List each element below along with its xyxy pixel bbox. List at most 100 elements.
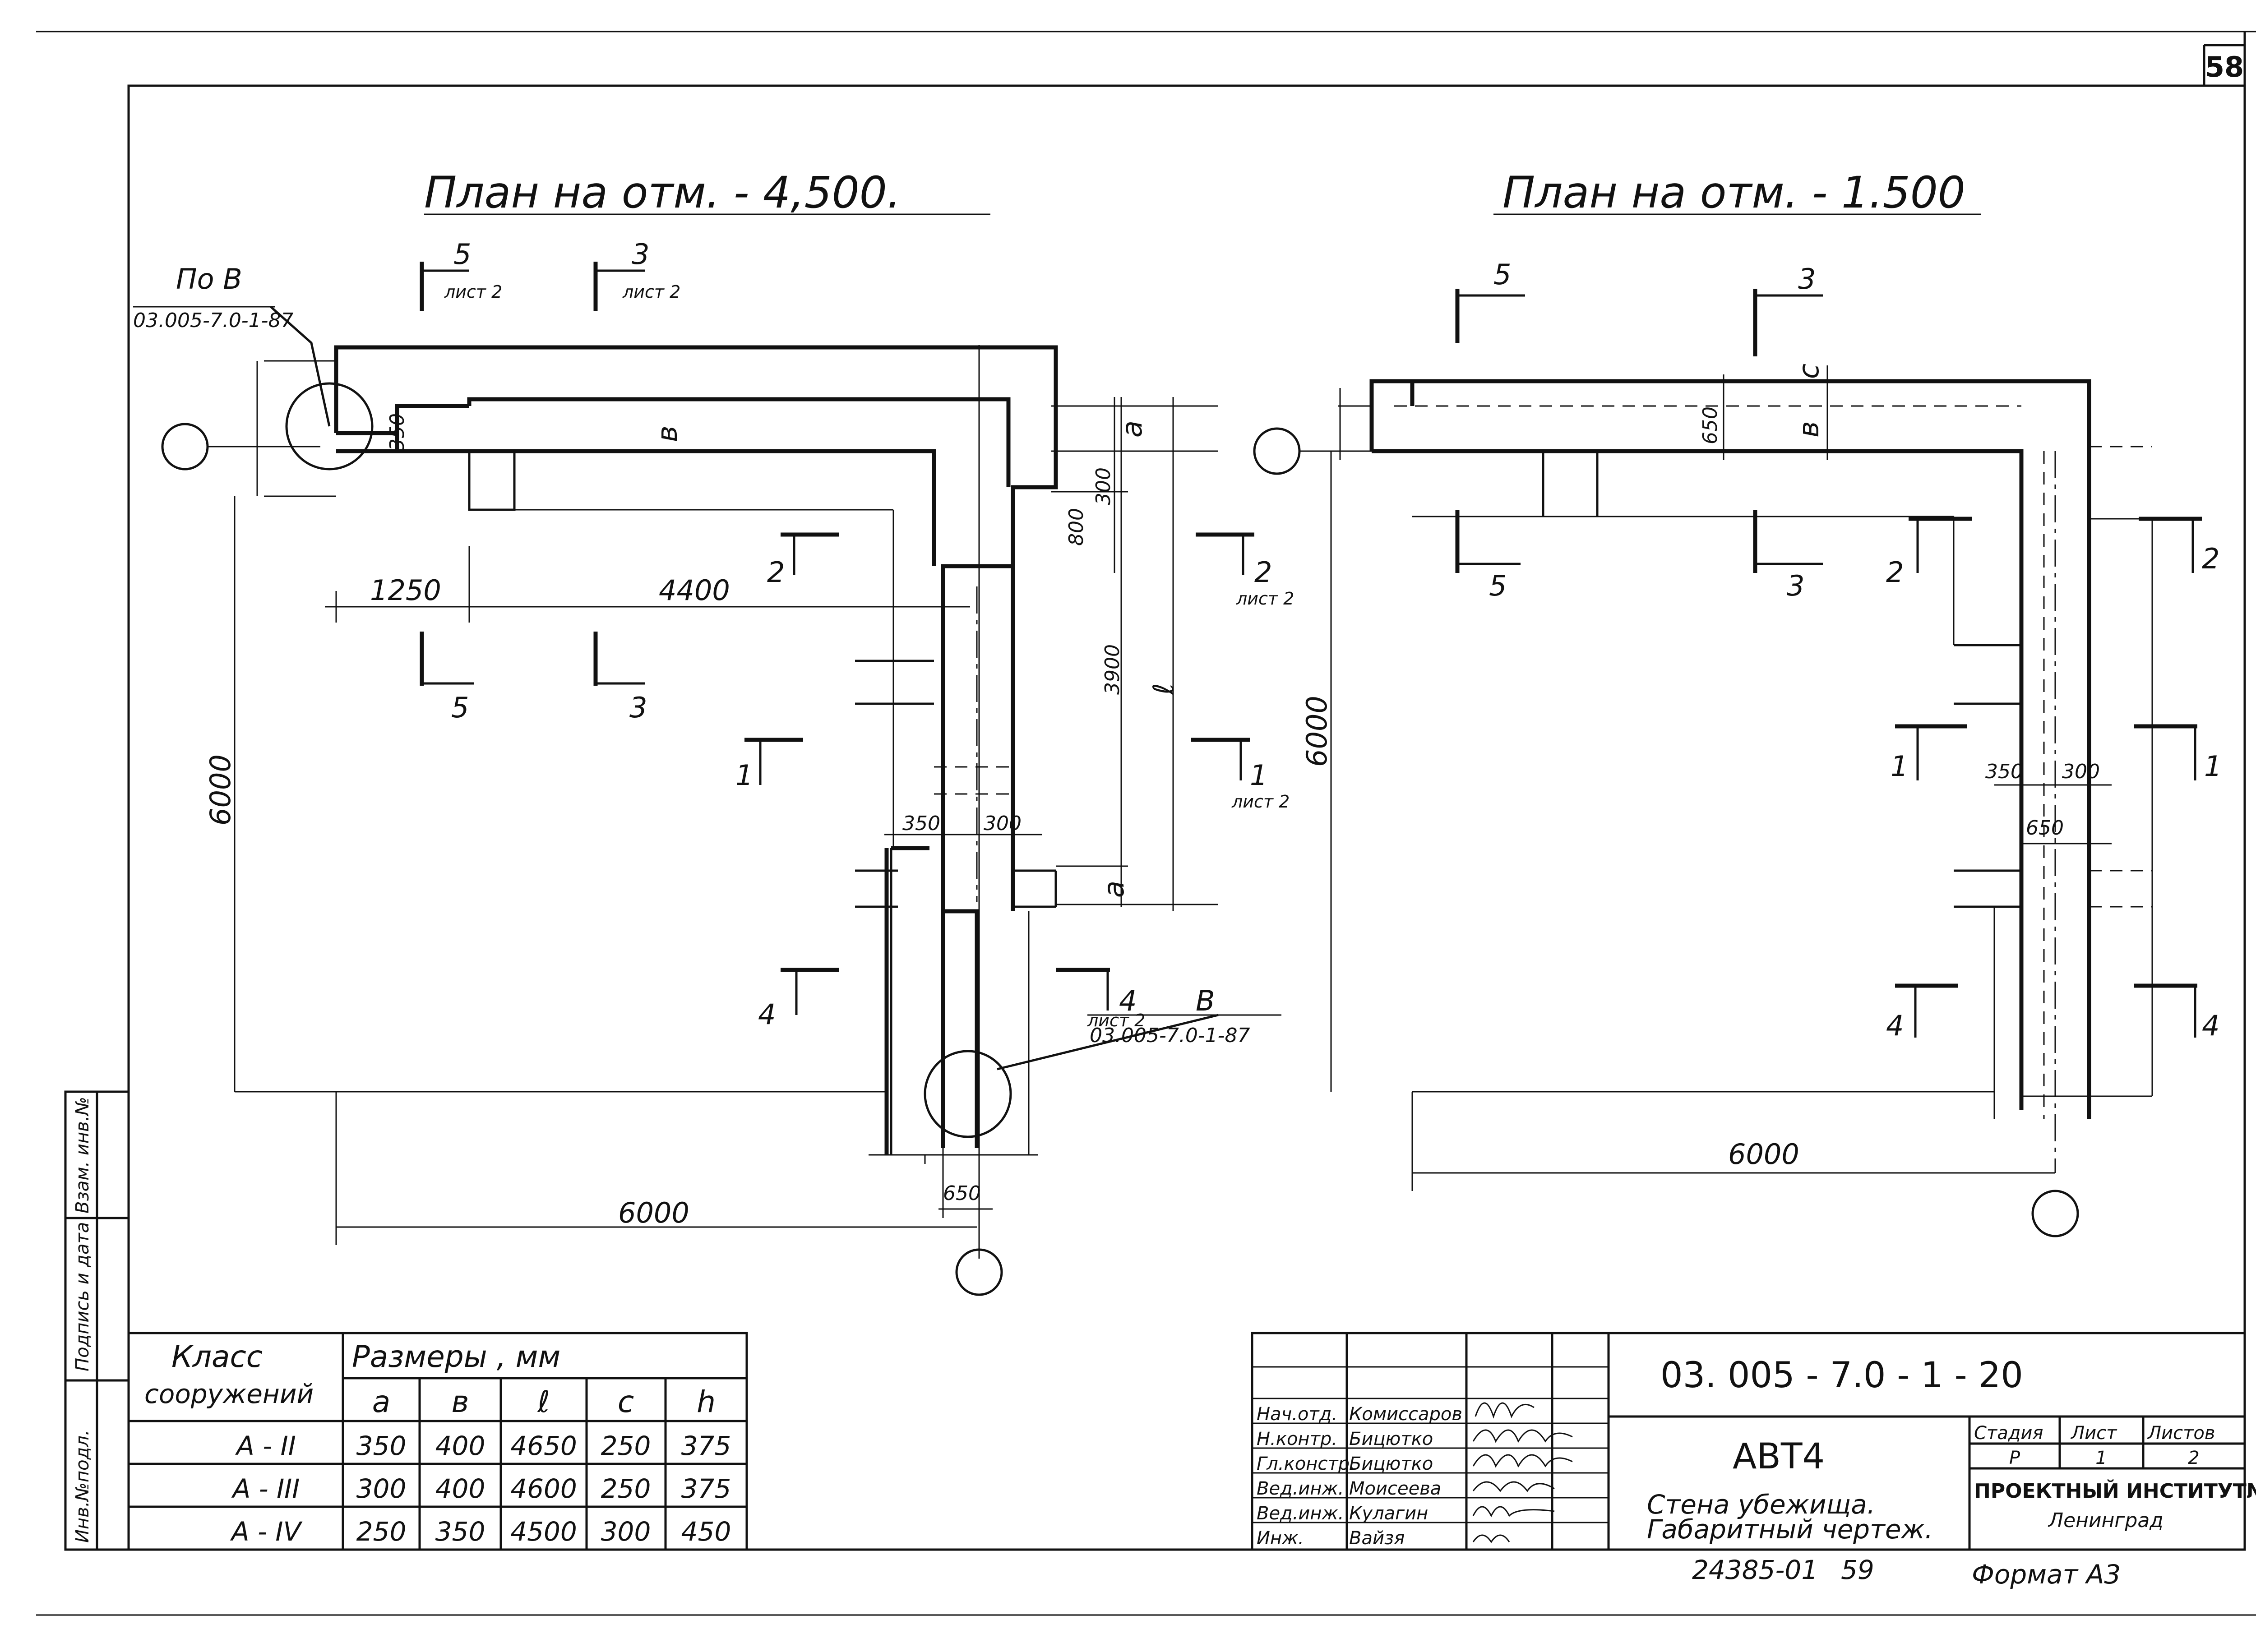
rsection-4-right: 4 — [2134, 983, 2219, 1042]
svg-text:лист 2: лист 2 — [444, 282, 502, 302]
section-marker-4-right: 4 лист 2 — [1056, 968, 1145, 1030]
svg-text:250: 250 — [356, 1516, 407, 1547]
svg-text:400: 400 — [435, 1431, 485, 1461]
svg-text:300: 300 — [601, 1516, 651, 1547]
org-line2: Ленинград — [2048, 1509, 2164, 1532]
dim-800: 800 — [1065, 508, 1088, 546]
dim-a-bottom: a — [1097, 881, 1130, 898]
dim-350-lower: 350 — [902, 812, 940, 835]
dim-b-right: в — [1792, 421, 1825, 438]
section-marker-1-left: 1 — [735, 738, 803, 792]
detail-code-top: 03.005-7.0-1-87 — [133, 309, 294, 332]
svg-text:4: 4 — [1119, 984, 1137, 1017]
axis-circle-right-bottom — [2031, 1190, 2079, 1237]
rsection-1-left: 1 — [1891, 724, 1967, 783]
sheet-number: 58 — [2205, 51, 2244, 83]
svg-text:250: 250 — [601, 1431, 651, 1461]
svg-text:3: 3 — [1798, 263, 1816, 295]
rsection-5-top: 5 — [1455, 258, 1525, 343]
sheet-abbr: АВТ4 — [1733, 1436, 1825, 1477]
table-header-sizes: Размеры , мм — [352, 1339, 560, 1374]
detail-ref-bottom: В — [1196, 984, 1215, 1017]
dim-3900: 3900 — [1101, 644, 1124, 695]
stamp-replace-inv: Взам. инв.№ — [72, 1097, 93, 1214]
sig-name-1: Бицютко — [1349, 1429, 1433, 1449]
svg-text:5: 5 — [1489, 569, 1507, 602]
rsection-3-top: 3 — [1753, 263, 1823, 356]
section-marker-5-top: 5 лист 2 — [420, 238, 502, 311]
section-marker-5-bottom: 5 — [420, 632, 474, 724]
section-marker-2-left: 2 — [767, 532, 839, 589]
dim-300-lower: 300 — [984, 812, 1022, 835]
section-marker-2-right: 2 лист 2 — [1196, 532, 1294, 609]
sheet-format: Формат A3 — [1972, 1559, 2121, 1590]
col-a: а — [372, 1384, 390, 1419]
dim-650-bottom-right: 650 — [2026, 817, 2064, 840]
rsection-1-right: 1 — [2134, 724, 2222, 783]
svg-text:300: 300 — [356, 1473, 407, 1504]
svg-text:350: 350 — [435, 1516, 485, 1547]
sig-role-4: Вед.инж. — [1257, 1503, 1344, 1524]
col-b: в — [452, 1384, 469, 1419]
dim-c-right: с — [1792, 364, 1825, 379]
dim-350-right: 350 — [1985, 760, 2023, 783]
rsection-2-left: 2 — [1886, 517, 1972, 589]
left-plan: План на отм. - 4,500. — [133, 167, 1294, 1296]
sig-role-2: Гл.констр. — [1257, 1454, 1355, 1474]
section-marker-3-bottom: 3 — [593, 632, 647, 724]
col-l: ℓ — [537, 1384, 550, 1419]
sheet-code: 03. 005 - 7.0 - 1 - 20 — [1660, 1355, 2023, 1396]
dim-a-top: a — [1115, 420, 1148, 438]
dim-6000-horizontal: 6000 — [618, 1196, 689, 1229]
rsection-5-bottom: 5 — [1455, 510, 1521, 602]
stamp-inv-no: Инв.№подл. — [72, 1430, 93, 1543]
dim-l: ℓ — [1147, 683, 1180, 695]
sizes-table: Класс сооружений Размеры , мм а в ℓ с h … — [127, 1332, 748, 1551]
svg-text:4: 4 — [758, 998, 776, 1031]
org-line1: ПРОЕКТНЫЙ ИНСТИТУТ№1 — [1974, 1479, 2256, 1503]
svg-text:лист 2: лист 2 — [1087, 1011, 1145, 1030]
sig-role-1: Н.контр. — [1257, 1429, 1337, 1449]
dim-300-top: 300 — [1092, 467, 1115, 505]
svg-text:375: 375 — [681, 1431, 731, 1461]
svg-text:1: 1 — [735, 759, 753, 792]
svg-text:450: 450 — [681, 1516, 731, 1547]
svg-text:1: 1 — [2204, 750, 2222, 783]
rsection-4-left: 4 — [1886, 983, 1958, 1042]
dim-650-left: 650 — [943, 1182, 981, 1205]
svg-text:лист 2: лист 2 — [622, 282, 680, 302]
stage-header: Стадия — [1974, 1423, 2043, 1444]
sig-name-3: Моисеева — [1349, 1478, 1441, 1499]
svg-text:2: 2 — [1886, 556, 1904, 589]
svg-text:лист 2: лист 2 — [1231, 792, 1290, 812]
sheets-value: 2 — [2188, 1448, 2199, 1468]
sig-role-5: Инж. — [1257, 1528, 1304, 1549]
sig-name-0: Комиссаров — [1349, 1404, 1462, 1425]
row1-class: А - II — [235, 1431, 296, 1461]
svg-text:4: 4 — [1886, 1009, 1904, 1042]
dim-6000-vertical-right: 6000 — [1300, 696, 1333, 767]
dim-350-wall: 350 — [386, 413, 409, 451]
axis-circle-bottom — [955, 1248, 1003, 1296]
bottom-page: 59 — [1841, 1555, 1874, 1585]
section-marker-3-top: 3 лист 2 — [593, 238, 680, 311]
dim-4400: 4400 — [659, 574, 730, 607]
row3-class: А - IV — [230, 1516, 303, 1547]
table-header-class: Класс — [171, 1339, 263, 1374]
left-plan-title: План на отм. - 4,500. — [424, 167, 901, 218]
sig-role-3: Вед.инж. — [1257, 1478, 1344, 1499]
sig-role-0: Нач.отд. — [1257, 1404, 1337, 1425]
svg-text:лист 2: лист 2 — [1236, 589, 1294, 609]
sheet-header: Лист — [2070, 1423, 2117, 1444]
sheet-frame: 58 Инв.№подл. Подпись и дата Взам. инв.№ — [36, 31, 2256, 1616]
detail-circle-top — [285, 382, 374, 471]
svg-text:4500: 4500 — [510, 1516, 577, 1547]
col-c: с — [618, 1384, 634, 1419]
dim-6000-vertical: 6000 — [204, 754, 237, 826]
detail-ref-top: По В — [176, 263, 242, 295]
sheet-name-line2: Габаритный чертеж. — [1647, 1514, 1933, 1545]
section-marker-4-left: 4 — [758, 968, 839, 1031]
sig-name-4: Кулагин — [1349, 1503, 1428, 1524]
svg-text:250: 250 — [601, 1473, 651, 1504]
handwritten-signatures — [1472, 1402, 1573, 1543]
